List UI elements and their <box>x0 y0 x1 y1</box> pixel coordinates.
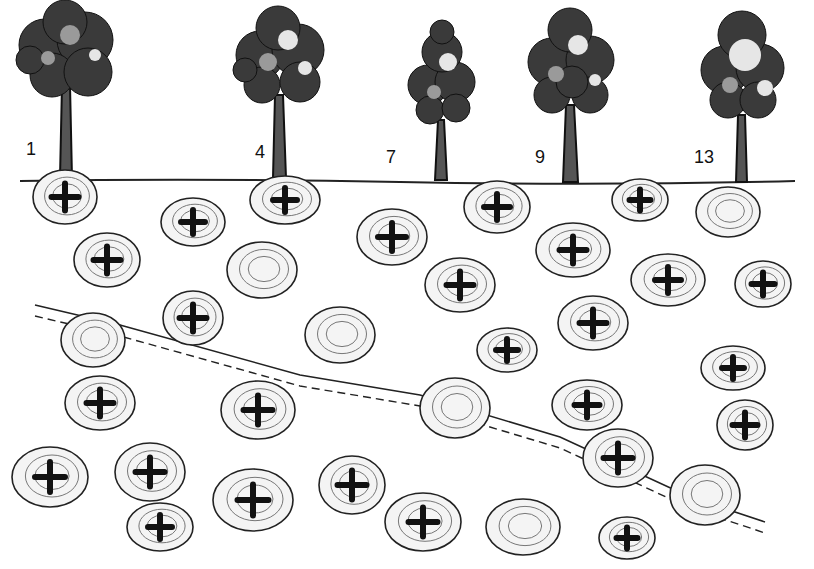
tree-number: 9 <box>535 148 545 166</box>
tree-number: 13 <box>694 148 714 166</box>
marked-stump <box>552 380 622 430</box>
tree-number: 7 <box>386 148 396 166</box>
tree <box>16 0 113 178</box>
tree <box>233 6 324 178</box>
marked-stump <box>612 179 668 221</box>
tree-number: 4 <box>255 143 265 161</box>
marked-stump <box>319 456 385 514</box>
tree-number: 1 <box>26 140 36 158</box>
marked-stump <box>536 223 610 277</box>
marked-stump <box>735 261 791 307</box>
stump <box>61 313 125 367</box>
marked-stump <box>477 328 537 372</box>
marked-stump <box>250 176 320 224</box>
marked-stump <box>583 429 653 487</box>
marked-stump <box>701 346 765 390</box>
marked-stump <box>558 296 628 350</box>
marked-stump <box>464 181 530 233</box>
marked-stump <box>385 493 461 551</box>
stump <box>305 307 375 363</box>
stump <box>227 242 297 298</box>
marked-stump <box>115 443 185 501</box>
stump <box>696 187 760 237</box>
path-edge <box>35 305 765 522</box>
stump <box>486 499 560 555</box>
marked-stump <box>599 517 655 559</box>
tree <box>408 20 475 180</box>
marked-stump <box>357 209 427 265</box>
tree <box>528 8 614 182</box>
marked-stump <box>717 400 773 450</box>
ground-line <box>20 180 795 184</box>
marked-stump <box>163 291 223 345</box>
stump <box>420 378 490 438</box>
marked-stump <box>161 198 225 246</box>
marked-stump <box>33 170 97 224</box>
marked-stump <box>213 469 293 531</box>
marked-stump <box>74 233 140 287</box>
marked-stump <box>65 376 135 430</box>
marked-stump <box>631 254 705 306</box>
marked-stump <box>12 447 88 507</box>
marked-stump <box>425 258 495 312</box>
marked-stump <box>127 503 193 551</box>
marked-stump <box>221 381 295 439</box>
stump <box>670 465 740 525</box>
